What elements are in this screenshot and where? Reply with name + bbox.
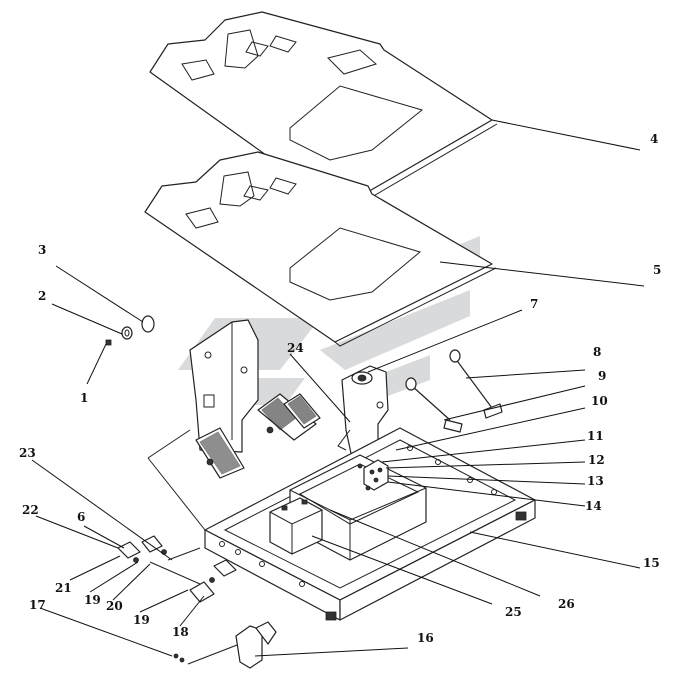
parts-18-23-pivot-rod <box>117 535 237 603</box>
part-5-lower-floor-mat <box>144 151 497 347</box>
callout-15: 15 <box>643 556 660 570</box>
callout-7: 7 <box>530 297 538 311</box>
callout-14: 14 <box>585 499 602 513</box>
parts-1-3-fastener-set <box>105 315 155 346</box>
callout-3: 3 <box>38 243 46 257</box>
parts-10-14-switch-assembly <box>357 459 389 491</box>
callout-18: 18 <box>172 625 189 639</box>
callout-25: 25 <box>505 605 522 619</box>
callout-23: 23 <box>19 446 36 460</box>
callout-16: 16 <box>417 631 434 645</box>
callout-8: 8 <box>593 345 601 359</box>
parts-8-9-levers <box>405 349 503 433</box>
callout-2: 2 <box>38 289 46 303</box>
leader-lines <box>31 119 645 657</box>
callout-21: 21 <box>55 581 72 595</box>
callout-10: 10 <box>591 394 608 408</box>
callout-20: 20 <box>106 599 123 613</box>
callout-6: 6 <box>77 510 85 524</box>
part-16-pedal-shaft <box>173 621 277 669</box>
callout-5: 5 <box>653 263 661 277</box>
callout-19b: 19 <box>133 613 150 627</box>
callout-26: 26 <box>558 597 575 611</box>
callout-labels: 1 2 3 4 5 6 7 8 9 10 11 12 13 14 15 16 1… <box>19 132 661 645</box>
callout-24: 24 <box>287 341 304 355</box>
part-7-pedal-tower <box>337 365 389 461</box>
callout-17: 17 <box>29 598 46 612</box>
callout-11: 11 <box>587 429 604 443</box>
callout-1: 1 <box>80 391 88 405</box>
callout-13: 13 <box>587 474 604 488</box>
part-24-pedal-bracket <box>189 319 321 479</box>
callout-22: 22 <box>22 503 39 517</box>
callout-12: 12 <box>588 453 605 467</box>
callout-19a: 19 <box>84 593 101 607</box>
callout-4: 4 <box>650 132 658 146</box>
callout-9: 9 <box>598 369 606 383</box>
